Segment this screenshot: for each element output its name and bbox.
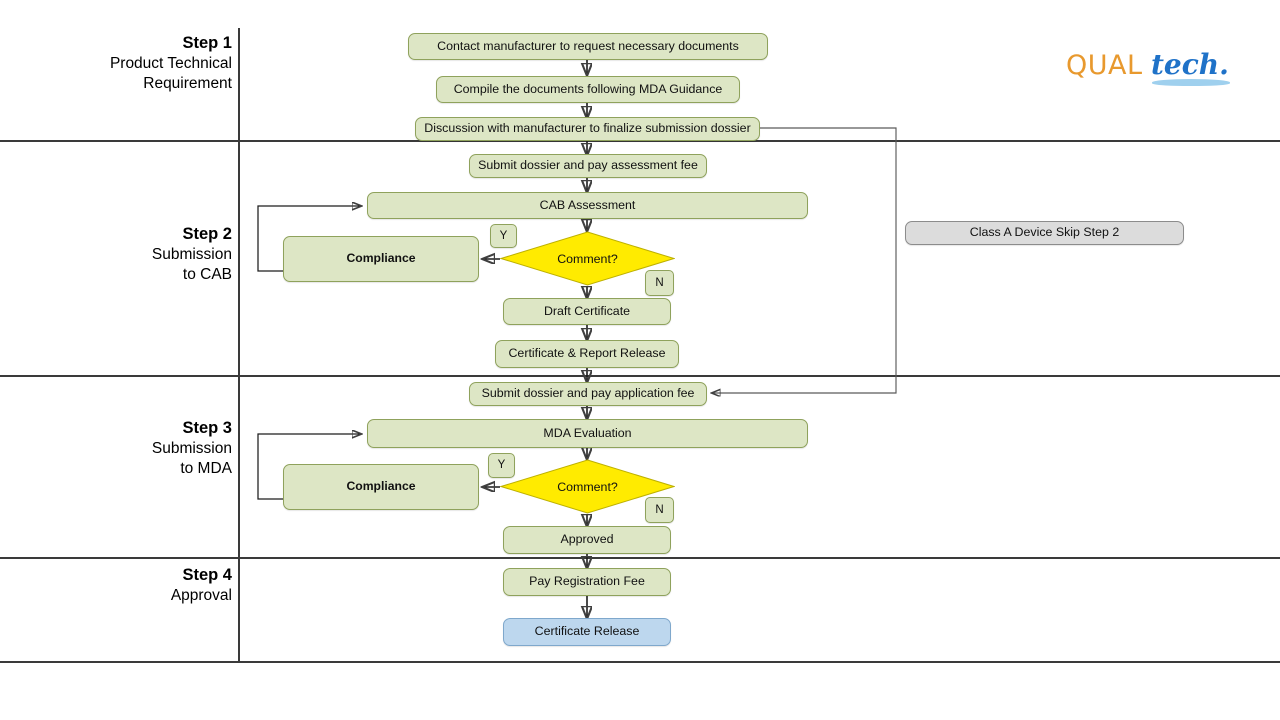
lane-bottom-border <box>0 661 1280 663</box>
node-label: Certificate & Report Release <box>508 346 666 361</box>
node-certificate-release[interactable]: Certificate Release <box>503 618 671 646</box>
node-label: Compile the documents following MDA Guid… <box>453 81 723 96</box>
node-label: Draft Certificate <box>543 303 631 318</box>
node-approved[interactable]: Approved <box>503 526 671 554</box>
diamond-shape <box>500 231 675 286</box>
node-mda-evaluation[interactable]: MDA Evaluation <box>367 419 808 448</box>
edge-label-text: N <box>655 503 664 516</box>
node-label: Discussion with manufacturer to finalize… <box>424 121 751 136</box>
node-label: Submit dossier and pay assessment fee <box>478 158 698 173</box>
lane-subtitle-line2: to CAB <box>182 265 232 283</box>
node-compliance-mda[interactable]: Compliance <box>283 464 479 510</box>
lane-step-title: Step 2 <box>182 225 232 243</box>
node-certificate-report-release[interactable]: Certificate & Report Release <box>495 340 679 368</box>
edge-label-text: N <box>655 276 664 289</box>
node-label: CAB Assessment <box>539 197 636 212</box>
lane-subtitle-line1: Submission <box>151 440 232 458</box>
lane-step-title: Step 4 <box>182 566 232 584</box>
lane-label-step3: Step 3 Submission to MDA <box>152 418 232 479</box>
lane-subtitle-line1: Submission <box>151 246 232 264</box>
lane-subtitle-line1: Approval <box>170 587 232 605</box>
edge-label-mda-yes: Y <box>488 453 515 478</box>
logo-swoosh <box>1152 79 1230 86</box>
node-contact-manufacturer[interactable]: Contact manufacturer to request necessar… <box>408 33 768 60</box>
edge-label-cab-yes: Y <box>490 224 517 248</box>
lane-divider-step3-step4 <box>0 557 1280 559</box>
node-submit-dossier-assessment-fee[interactable]: Submit dossier and pay assessment fee <box>469 154 707 178</box>
lane-separator-vertical <box>238 28 240 662</box>
edge-compliance-mda-loopback <box>257 434 361 500</box>
node-discussion-manufacturer[interactable]: Discussion with manufacturer to finalize… <box>415 117 760 141</box>
lane-subtitle-line2: to MDA <box>180 459 232 477</box>
node-label: Pay Registration Fee <box>529 574 645 589</box>
lane-label-step4: Step 4 Approval <box>171 565 232 606</box>
note-class-a-device-skip: Class A Device Skip Step 2 <box>905 221 1184 245</box>
node-label: Compliance <box>346 479 416 494</box>
lane-step-title: Step 1 <box>182 34 232 52</box>
logo-primary-text: QUAL <box>1066 50 1143 81</box>
node-label: Compliance <box>346 251 416 266</box>
lane-step-title: Step 3 <box>182 419 232 437</box>
lane-subtitle-line1: Product Technical <box>109 55 232 73</box>
lane-subtitle-line2: Requirement <box>143 74 232 92</box>
lane-divider-step1-step2 <box>0 140 1280 142</box>
diamond-shape <box>500 459 675 514</box>
node-label: Approved <box>560 532 614 547</box>
edge-label-mda-no: N <box>645 497 674 523</box>
node-pay-registration-fee[interactable]: Pay Registration Fee <box>503 568 671 596</box>
note-label: Class A Device Skip Step 2 <box>969 225 1120 240</box>
edge-label-cab-no: N <box>645 270 674 296</box>
logo-secondary-text: tech. <box>1151 48 1229 81</box>
lane-label-step1: Step 1 Product Technical Requirement <box>110 33 232 94</box>
qualtech-logo: QUAL tech. <box>1066 48 1236 92</box>
node-compliance-cab[interactable]: Compliance <box>283 236 479 282</box>
node-label: MDA Evaluation <box>543 425 632 440</box>
node-submit-dossier-application-fee[interactable]: Submit dossier and pay application fee <box>469 382 707 406</box>
node-label: Submit dossier and pay application fee <box>481 386 695 401</box>
lane-divider-step2-step3 <box>0 375 1280 377</box>
node-cab-assessment[interactable]: CAB Assessment <box>367 192 808 219</box>
node-label: Contact manufacturer to request necessar… <box>437 38 739 53</box>
edge-compliance-cab-loopback <box>257 206 361 272</box>
node-label: Certificate Release <box>534 624 640 639</box>
node-draft-certificate[interactable]: Draft Certificate <box>503 298 671 325</box>
edge-class-a-bypass <box>712 127 897 393</box>
edge-label-text: Y <box>499 229 508 242</box>
node-compile-documents[interactable]: Compile the documents following MDA Guid… <box>436 76 740 103</box>
edge-label-text: Y <box>497 459 506 472</box>
lane-label-step2: Step 2 Submission to CAB <box>152 224 232 285</box>
